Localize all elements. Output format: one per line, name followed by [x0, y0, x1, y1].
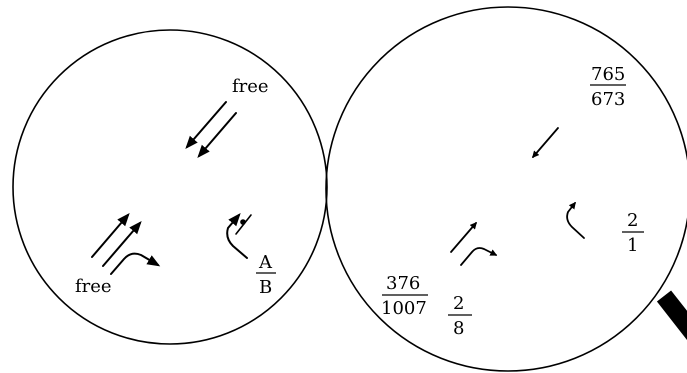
fraction-numerator: 376 [386, 273, 420, 294]
fraction-denominator: 1 [627, 235, 638, 256]
up-right-arrow-pair-icon [91, 213, 142, 267]
fraction-numerator: A [258, 252, 273, 273]
fraction-denominator: 8 [453, 318, 464, 339]
fraction-denominator: 673 [591, 89, 625, 110]
fraction-right: 2 1 [622, 210, 644, 256]
right-panel: 765 673 2 1 376 1007 [325, 6, 687, 372]
fraction-numerator: 765 [591, 64, 625, 85]
right-circle [325, 6, 687, 372]
up-right-arrow-icon [450, 221, 477, 253]
fraction-top: 765 673 [590, 64, 626, 110]
hook-arrow-with-dot-icon [226, 213, 252, 259]
fraction-bottom-left: 376 1007 [381, 273, 428, 319]
fraction-numerator: 2 [453, 293, 464, 314]
curved-deflection-arrow-icon [460, 247, 498, 266]
left-circle [12, 29, 328, 345]
fraction-a-over-b: A B [256, 252, 276, 298]
down-left-arrow-pair-icon [185, 101, 237, 158]
free-label-bottom: free [75, 276, 112, 297]
fraction-numerator: 2 [627, 210, 638, 231]
left-panel: free free A B [12, 29, 328, 345]
magnifier-handle-icon [656, 290, 687, 340]
fraction-bottom-middle: 2 8 [448, 293, 472, 339]
hook-arrow-icon [566, 201, 585, 239]
fraction-denominator: B [259, 277, 272, 298]
free-label-top: free [232, 76, 269, 97]
fraction-denominator: 1007 [381, 298, 427, 319]
down-left-arrow-icon [532, 127, 559, 159]
curved-deflection-arrow-icon [110, 252, 161, 275]
